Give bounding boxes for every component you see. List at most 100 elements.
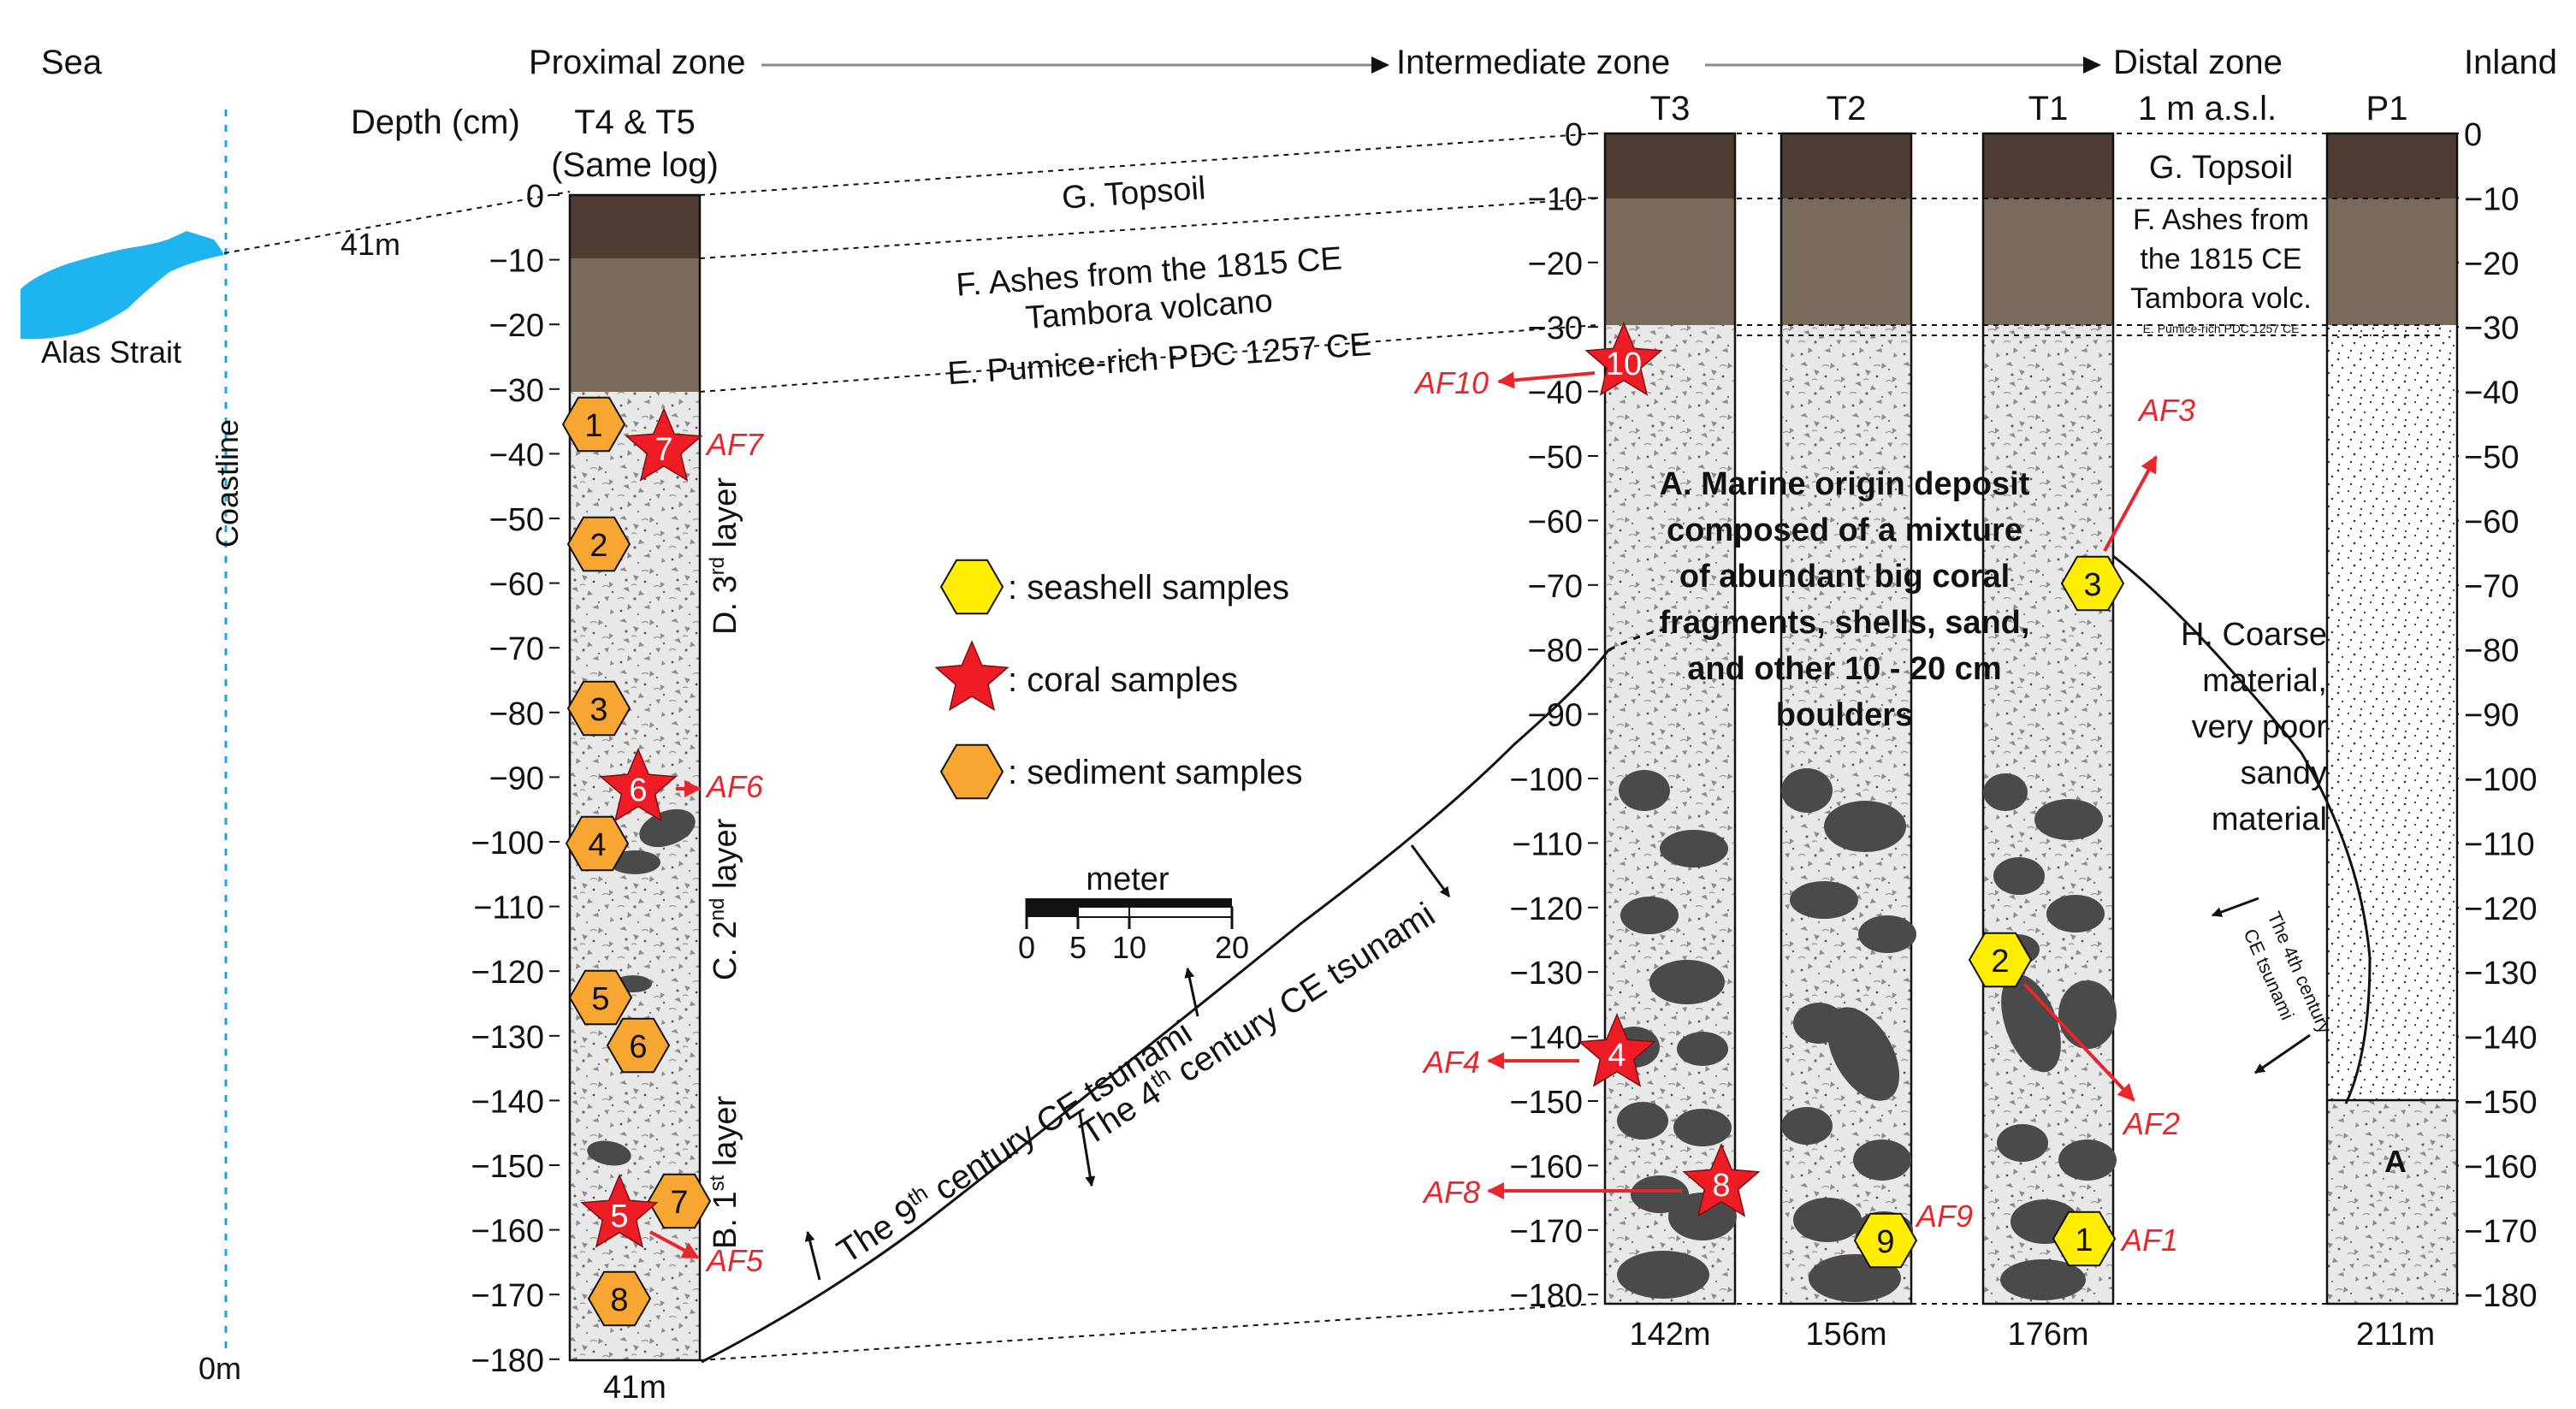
t3-af-arrow-10 <box>1497 371 1596 389</box>
t45-coral-sample-5-shape <box>580 1174 659 1248</box>
depth-right-tick-label: −30 <box>2464 311 2519 346</box>
distance-211m: 211m <box>2356 1317 2435 1353</box>
t1-boulder <box>2000 1259 2086 1300</box>
t2-af-label-AF9: AF9 <box>1915 1199 1973 1234</box>
depth-left-tick-label: −150 <box>471 1149 544 1185</box>
t1-boulder <box>1983 773 2028 811</box>
t45-af-arrow-5 <box>649 1230 700 1259</box>
depth-right-tick-label: −10 <box>2464 181 2519 217</box>
depth-right-tick-label: −130 <box>2464 956 2538 992</box>
t2-boulder <box>1781 768 1833 813</box>
t45-sediment-sample-1-number: 1 <box>584 408 602 444</box>
depth-axis-title: Depth (cm) <box>351 104 520 141</box>
depth-mid-tick-label: −100 <box>1509 762 1583 798</box>
depth-right-tick-label: −90 <box>2464 698 2519 734</box>
tsunami-boundary: The 9th century CE tsunami The 4th centu… <box>701 627 1669 1364</box>
correlation-lines <box>699 133 2445 1361</box>
column-p1 <box>2325 132 2459 1305</box>
t45-sediment-sample-6-number: 6 <box>629 1029 647 1065</box>
depth-right-tick-label: −150 <box>2464 1085 2538 1121</box>
depth-mid-tick-label: −80 <box>1528 633 1583 669</box>
depth-left-tick-label: −180 <box>471 1343 544 1379</box>
t45-sediment-sample-6-shape <box>606 1017 671 1074</box>
t3-boulder <box>1668 1193 1737 1240</box>
column-p1-unit-a <box>2327 1100 2457 1304</box>
t1-header: T1 <box>2028 90 2069 127</box>
t45-sediment-sample-2-shape <box>566 516 631 572</box>
unit-labels-tilted: G. Topsoil F. Ashes from the 1815 CE Tam… <box>946 170 1372 392</box>
depth-left-tick-label: −170 <box>471 1278 544 1314</box>
t45-sediment-sample-7: 7 <box>647 1173 712 1229</box>
sea-label: Sea <box>41 44 103 81</box>
column-t45-ash <box>570 258 700 392</box>
t2-boulder <box>1853 1140 1911 1181</box>
t45-sediment-sample-2-number: 2 <box>589 528 607 564</box>
t45-coral-sample-7: 7 <box>625 407 703 482</box>
depth-mid-tick-label: −120 <box>1509 891 1583 927</box>
depth-left-tick-label: −70 <box>489 631 544 667</box>
t1-boulder <box>2058 980 2117 1049</box>
depth-mid-tick-label: −30 <box>1528 311 1583 346</box>
t1-seashell-sample-2-shape <box>1968 932 2033 988</box>
legend-coral-star <box>934 640 1010 712</box>
depth-left-tick-label: −90 <box>489 761 544 796</box>
legend-sediment-hexagon <box>939 743 1004 800</box>
t45-coral-sample-6: 6 <box>599 748 678 822</box>
column-t2-topsoil <box>1781 133 1911 198</box>
column-t45-topsoil <box>570 195 700 258</box>
column-t2-ash <box>1781 198 1911 325</box>
depth-mid-tick-label: −130 <box>1509 956 1583 992</box>
depth-right-tick-label: −120 <box>2464 891 2538 927</box>
t45-layer-labels: D. 3rd layer C. 2nd layer B. 1st layer <box>706 477 743 1249</box>
depth-mid-tick-label: −70 <box>1528 569 1583 605</box>
depth-right-tick-label: −140 <box>2464 1021 2538 1057</box>
t2-boulder <box>1793 1198 1862 1242</box>
unit-a-line-2: composed of a mixture <box>1667 512 2022 548</box>
t2-boulder <box>1790 881 1858 919</box>
t2-seashell-sample-9-number: 9 <box>1876 1224 1894 1260</box>
t1-boulder <box>1997 1124 2048 1162</box>
unit-h-line-2: material, <box>2202 663 2327 699</box>
depth-left-tick-label: −10 <box>489 244 544 280</box>
column-p1-topsoil <box>2327 133 2457 198</box>
tsunami-curve <box>701 649 1610 1364</box>
t45-sediment-sample-1-shape <box>561 396 626 453</box>
unit-f-right-3: Tambora volc. <box>2130 282 2312 315</box>
unit-f-right-2: the 1815 CE <box>2140 243 2301 275</box>
zone-arrow-2 <box>1705 56 2101 74</box>
tsunami-9th-label: The 9th century CE tsunami <box>829 1011 1199 1270</box>
t3-af-label-AF4: AF4 <box>1422 1045 1480 1080</box>
unit-g-right: G. Topsoil <box>2149 150 2293 186</box>
t2-seashell-sample-9-shape <box>1853 1212 1918 1269</box>
distance-line-top <box>223 191 571 254</box>
depth-mid-tick-label: −160 <box>1509 1149 1583 1185</box>
depth-left-tick-label: 0 <box>526 179 544 215</box>
scale-tick-label: 0 <box>1018 930 1035 965</box>
t1-af-arrow-3 <box>2103 455 2158 552</box>
layer-c-label: C. 2nd layer <box>706 818 743 980</box>
depth-mid-tick-label: −40 <box>1528 376 1583 411</box>
t45-header-1: T4 & T5 <box>574 104 696 141</box>
unit-e-right: E. Pumice-rich PDC 1257 CE <box>2143 322 2300 335</box>
depth-right-tick-label: −60 <box>2464 504 2519 540</box>
legend-seashell-label: : seashell samples <box>1008 569 1289 607</box>
unit-labels-right: G. Topsoil F. Ashes from the 1815 CE Tam… <box>2130 150 2312 335</box>
depth-mid-tick-label: −140 <box>1509 1021 1583 1057</box>
zone-arrow-1 <box>761 56 1389 74</box>
t45-sediment-sample-7-shape <box>647 1173 712 1229</box>
t45-boulder <box>587 1140 631 1166</box>
unit-e-label: E. Pumice-rich PDC 1257 CE <box>946 327 1372 393</box>
t1-seashell-sample-3-number: 3 <box>2083 567 2101 603</box>
t2-header: T2 <box>1827 90 1867 127</box>
t3-boulder <box>1649 960 1725 1004</box>
t1-af-label-AF3: AF3 <box>2137 393 2195 428</box>
depth-left-tick-label: −30 <box>489 373 544 409</box>
t45-sediment-sample-8: 8 <box>587 1270 652 1327</box>
t3-boulder <box>1617 1102 1668 1140</box>
t45-coral-sample-6-number: 6 <box>629 773 647 808</box>
t45-boulder <box>609 850 660 874</box>
legend-coral-label: : coral samples <box>1008 661 1238 699</box>
depth-right-tick-label: −80 <box>2464 633 2519 669</box>
depth-left-tick-label: −40 <box>489 437 544 473</box>
